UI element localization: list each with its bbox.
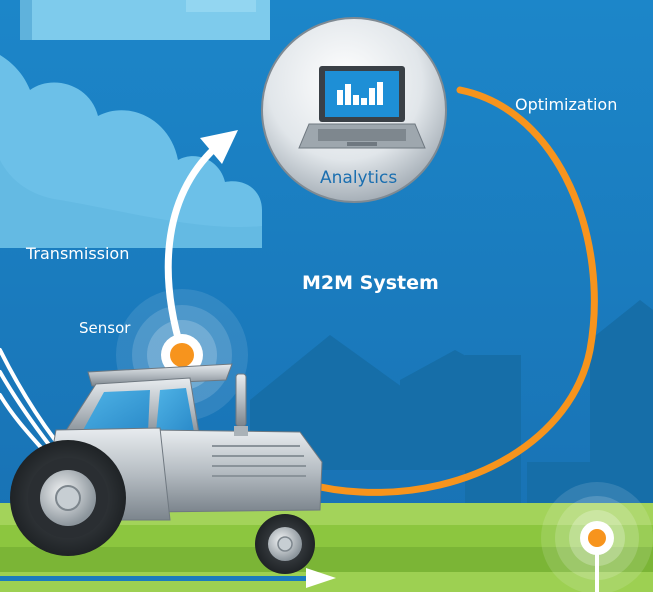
farm-silhouette	[250, 300, 653, 507]
cloud-top	[20, 0, 270, 40]
laptop-bar-chart-icon	[298, 66, 426, 149]
sensor-label: Sensor	[79, 319, 131, 337]
ground	[0, 503, 653, 592]
transmission-arrow-head	[200, 130, 238, 164]
ground-arrow-head	[306, 568, 336, 588]
analytics-disc	[261, 17, 447, 203]
analytics-label: Analytics	[320, 168, 398, 188]
field-sensor-icon	[541, 482, 653, 592]
cloud-left	[0, 55, 262, 248]
transmission-arrow	[164, 130, 238, 356]
m2m-system-title: M2M System	[302, 272, 439, 294]
optimization-label: Optimization	[515, 95, 618, 114]
transmission-label: Transmission	[26, 244, 130, 263]
tractor-icon	[10, 363, 323, 574]
